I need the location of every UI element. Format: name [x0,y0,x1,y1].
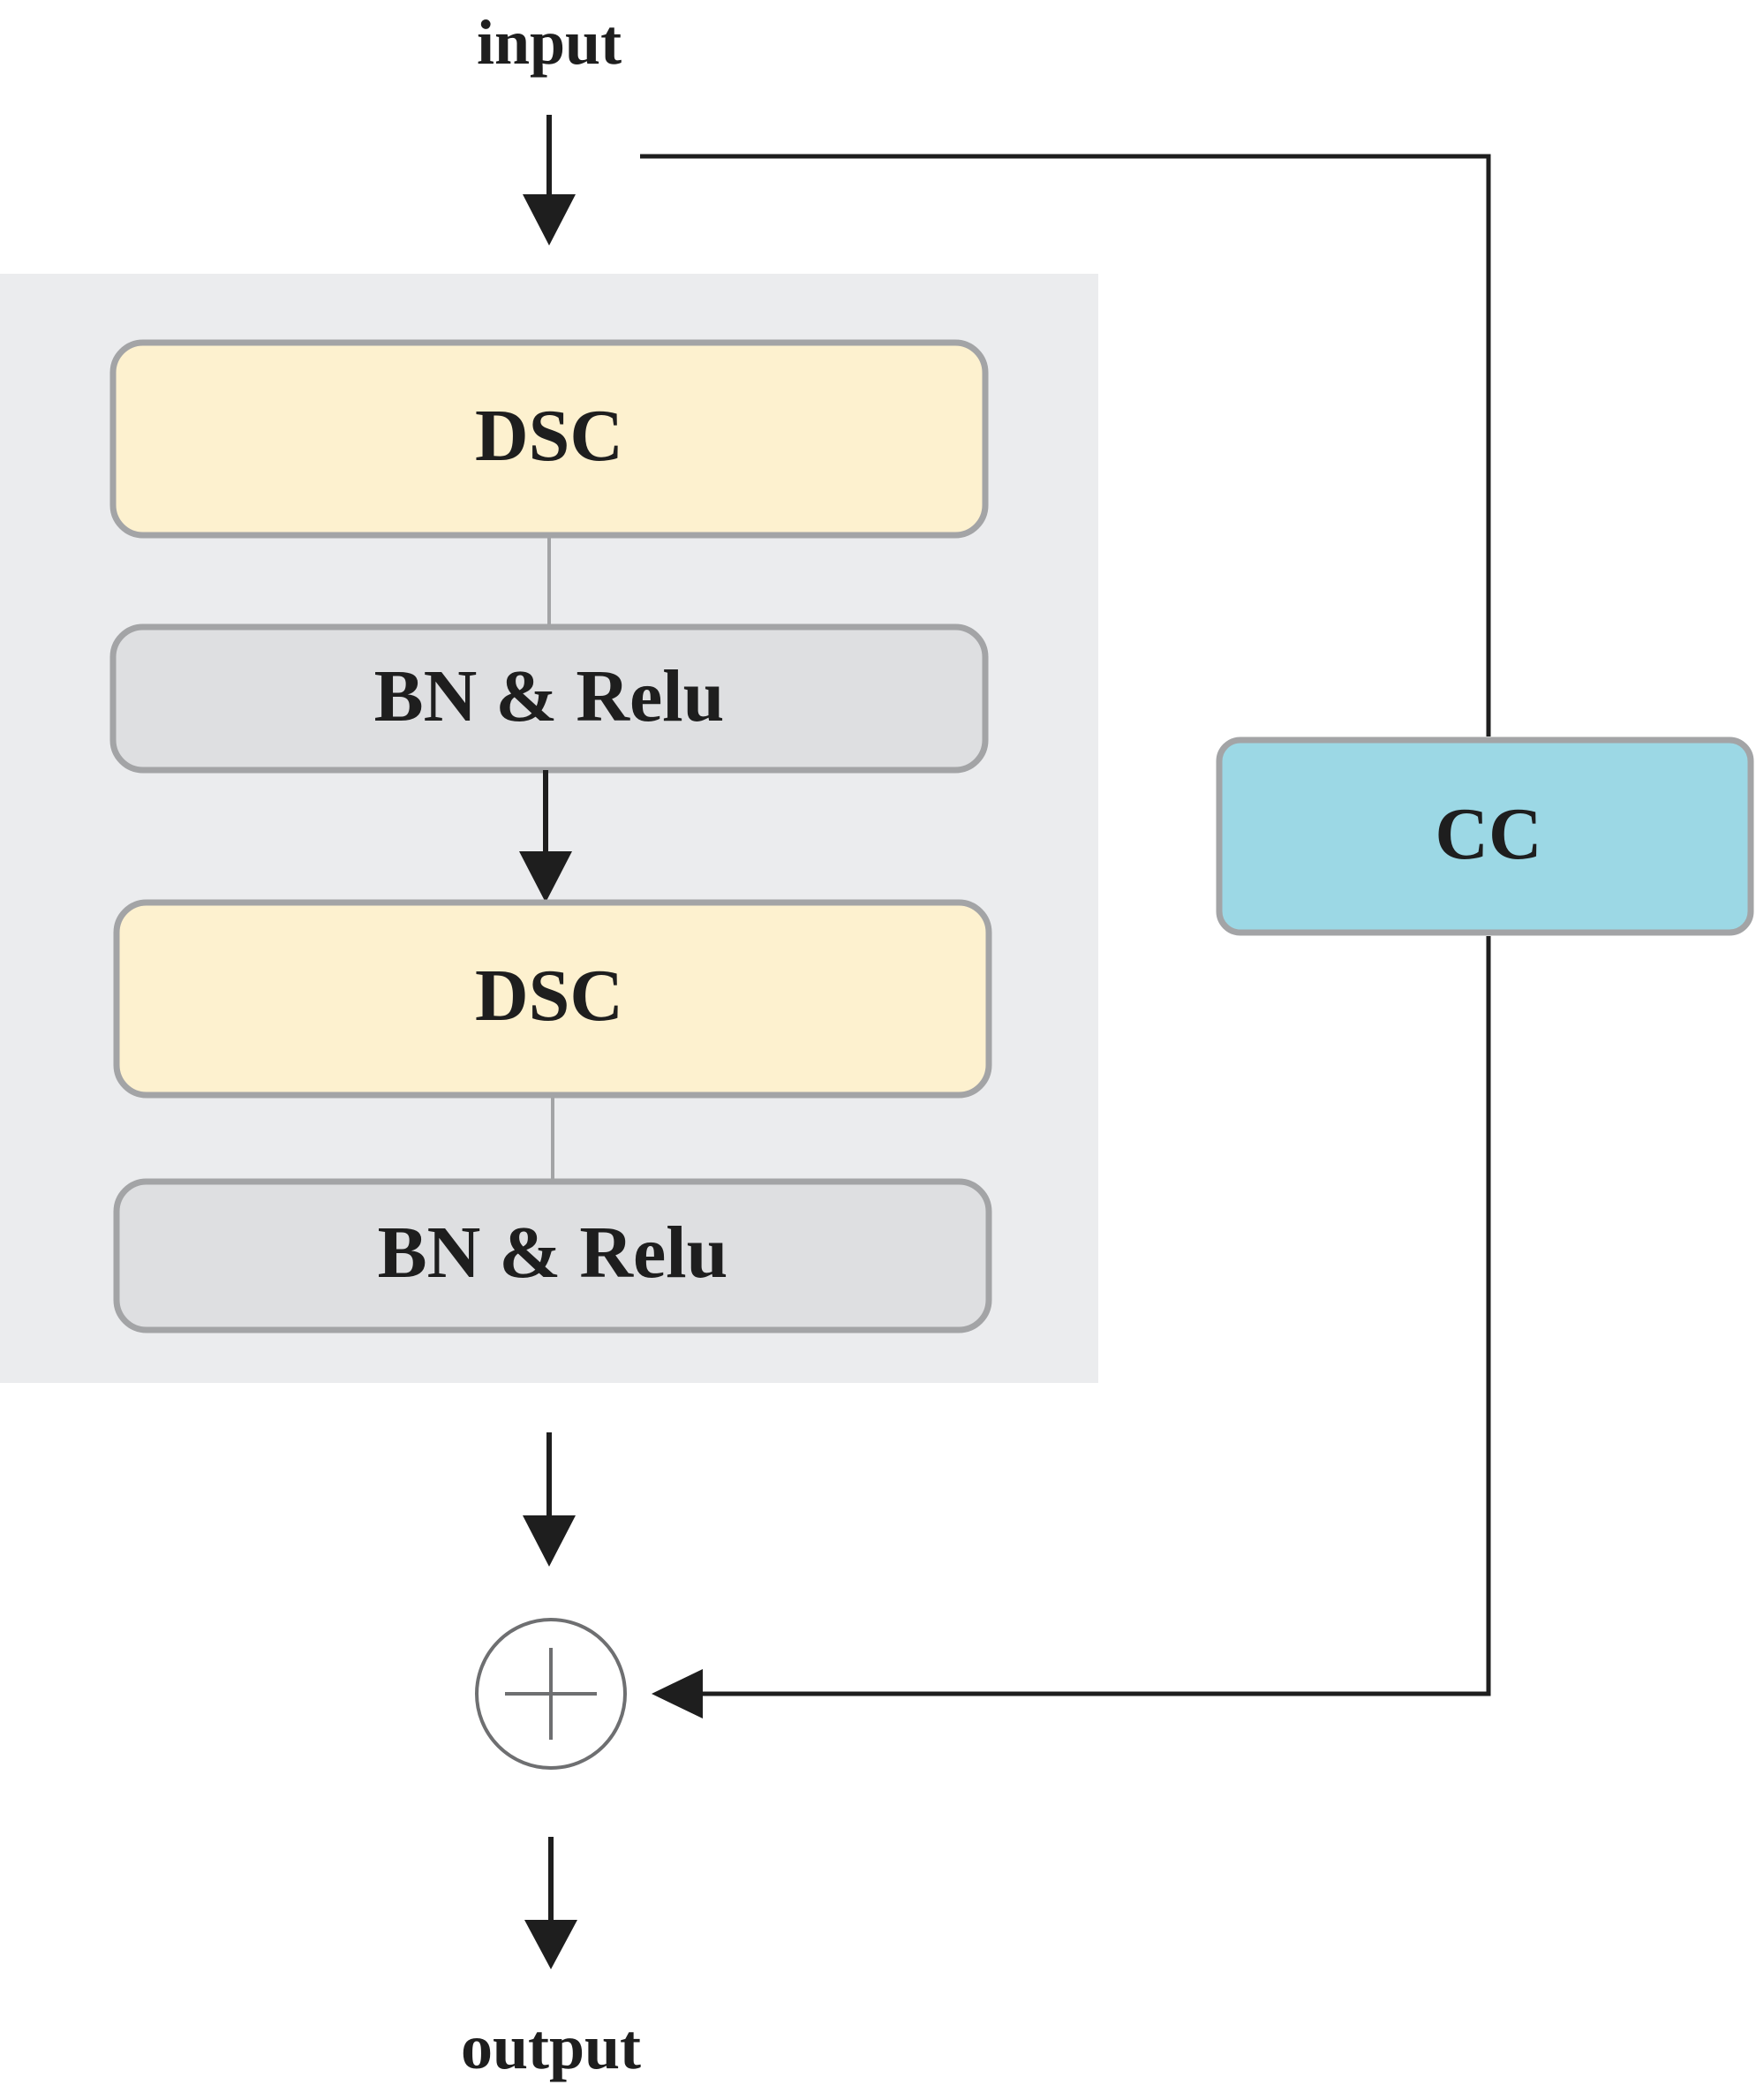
circled-plus-icon [475,1618,627,1770]
cc-block: CC [1216,737,1754,936]
arrow-to-sum [523,1432,576,1567]
cc-block-label: CC [1435,793,1541,875]
skip-connection-arrowhead [652,1669,703,1719]
skip-connection-top [640,154,1491,737]
dsc-block-2: DSC [113,899,992,1099]
dsc-block-1: DSC [109,339,989,539]
output-arrow [524,1837,577,1969]
dsc-block-2-label: DSC [475,955,623,1037]
input-label: input [477,7,622,78]
input-arrow [523,115,576,246]
dsc-block-1-label: DSC [475,395,623,477]
bn-relu-block-1-label: BN & Relu [374,655,725,737]
output-label: output [461,2012,641,2082]
arrow-bn1-dsc2 [519,770,572,903]
bn-relu-block-2: BN & Relu [113,1178,992,1333]
bn-relu-block-2-label: BN & Relu [378,1212,728,1294]
skip-connection-bottom [697,936,1491,1696]
bn-relu-block-1: BN & Relu [109,623,989,774]
